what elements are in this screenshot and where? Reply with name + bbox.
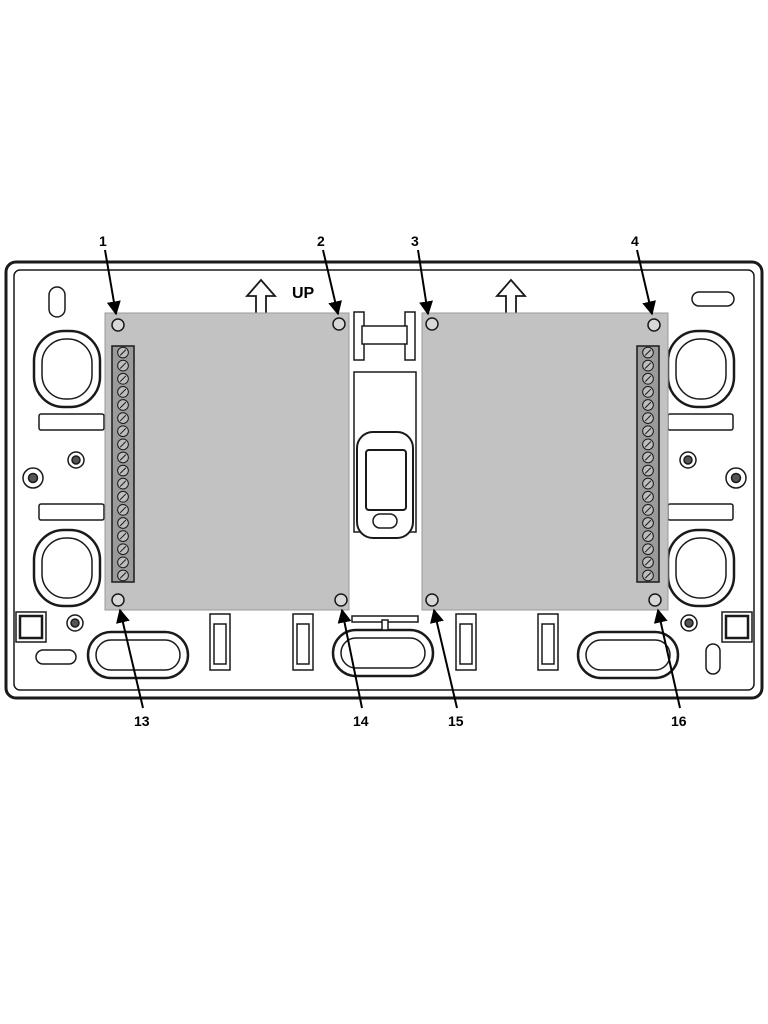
mounting-hole-4: [647, 318, 661, 332]
terminal-screw-slot: [119, 454, 127, 461]
up-label: UP: [292, 285, 315, 302]
terminal-screw-slot: [644, 546, 652, 553]
bottom-clips: [209, 613, 559, 671]
terminal-screw-slot: [644, 454, 652, 461]
terminal-screw-slot: [119, 506, 127, 514]
terminal-screw-slot: [119, 546, 127, 553]
terminal-screw-slot: [644, 349, 652, 356]
mounting-hole-2: [332, 317, 346, 331]
terminal-screw-slot: [644, 401, 652, 409]
mounting-hole-13: [111, 593, 125, 607]
left-terminal-strip: [111, 345, 135, 583]
terminal-screw-slot: [644, 493, 652, 500]
mounting-hole-1: [111, 318, 125, 332]
callout-arrow-3: [417, 249, 433, 316]
terminal-screw-slot: [644, 506, 652, 514]
up-arrows: [245, 278, 527, 315]
terminal-screw-slot: [119, 388, 127, 396]
terminal-screw-slot: [119, 532, 127, 540]
callout-arrow-2: [322, 249, 342, 316]
terminal-screw-slot: [644, 414, 652, 422]
terminal-screw-slot: [644, 480, 652, 487]
callout-label-14: 14: [353, 713, 369, 729]
terminal-screw-slot: [119, 559, 127, 566]
callout-arrow-13: [116, 608, 144, 709]
bottom-oval-knockouts: [86, 628, 680, 680]
mounting-hole-15: [425, 593, 439, 607]
center-tamper-bracket: [351, 311, 419, 631]
right-panel: [421, 312, 669, 611]
callout-label-2: 2: [317, 233, 325, 249]
terminal-screw-slot: [119, 362, 127, 369]
terminal-screw-slot: [644, 467, 652, 474]
terminal-screw-slot: [644, 572, 652, 579]
terminal-screw-slot: [644, 441, 652, 448]
callout-label-3: 3: [411, 233, 419, 249]
terminal-screw-slot: [119, 428, 127, 435]
terminal-screw-slot: [119, 467, 127, 474]
terminal-screw-slot: [119, 414, 127, 422]
terminal-screw-slot: [119, 401, 127, 409]
mounting-hole-16: [648, 593, 662, 607]
callout-arrows: [104, 249, 681, 709]
right-screw-holes: [679, 451, 747, 632]
backplate-frame: [4, 260, 764, 700]
callout-arrow-15: [430, 608, 458, 709]
left-knockouts: [15, 286, 105, 665]
callout-label-13: 13: [134, 713, 150, 729]
left-panel: [104, 312, 350, 611]
mounting-hole-3: [425, 317, 439, 331]
terminal-screw-slot: [119, 349, 127, 356]
terminal-screw-slot: [119, 441, 127, 448]
terminal-screw-slot: [644, 559, 652, 566]
callout-label-4: 4: [631, 233, 639, 249]
callout-label-15: 15: [448, 713, 464, 729]
terminal-screw-slot: [644, 375, 652, 382]
mounting-hole-14: [334, 593, 348, 607]
terminal-screw-slot: [644, 362, 652, 369]
terminal-screw-slot: [119, 519, 127, 527]
terminal-screw-slot: [119, 572, 127, 579]
callout-label-1: 1: [99, 233, 107, 249]
callout-arrow-4: [636, 249, 656, 316]
callout-label-16: 16: [671, 713, 687, 729]
callout-arrow-16: [653, 608, 681, 709]
terminal-screw-slot: [644, 532, 652, 540]
terminal-screw-slot: [644, 428, 652, 435]
right-terminal-strip: [636, 345, 660, 583]
terminal-screw-slot: [644, 388, 652, 396]
terminal-screw-slot: [119, 480, 127, 487]
panel-mounting-holes: [111, 317, 662, 607]
left-screw-holes: [22, 451, 85, 632]
terminal-screw-slot: [119, 375, 127, 382]
callout-arrow-14: [337, 608, 363, 709]
callout-arrow-1: [104, 249, 121, 316]
terminal-screw-slot: [119, 493, 127, 500]
terminal-screw-slot: [644, 519, 652, 527]
